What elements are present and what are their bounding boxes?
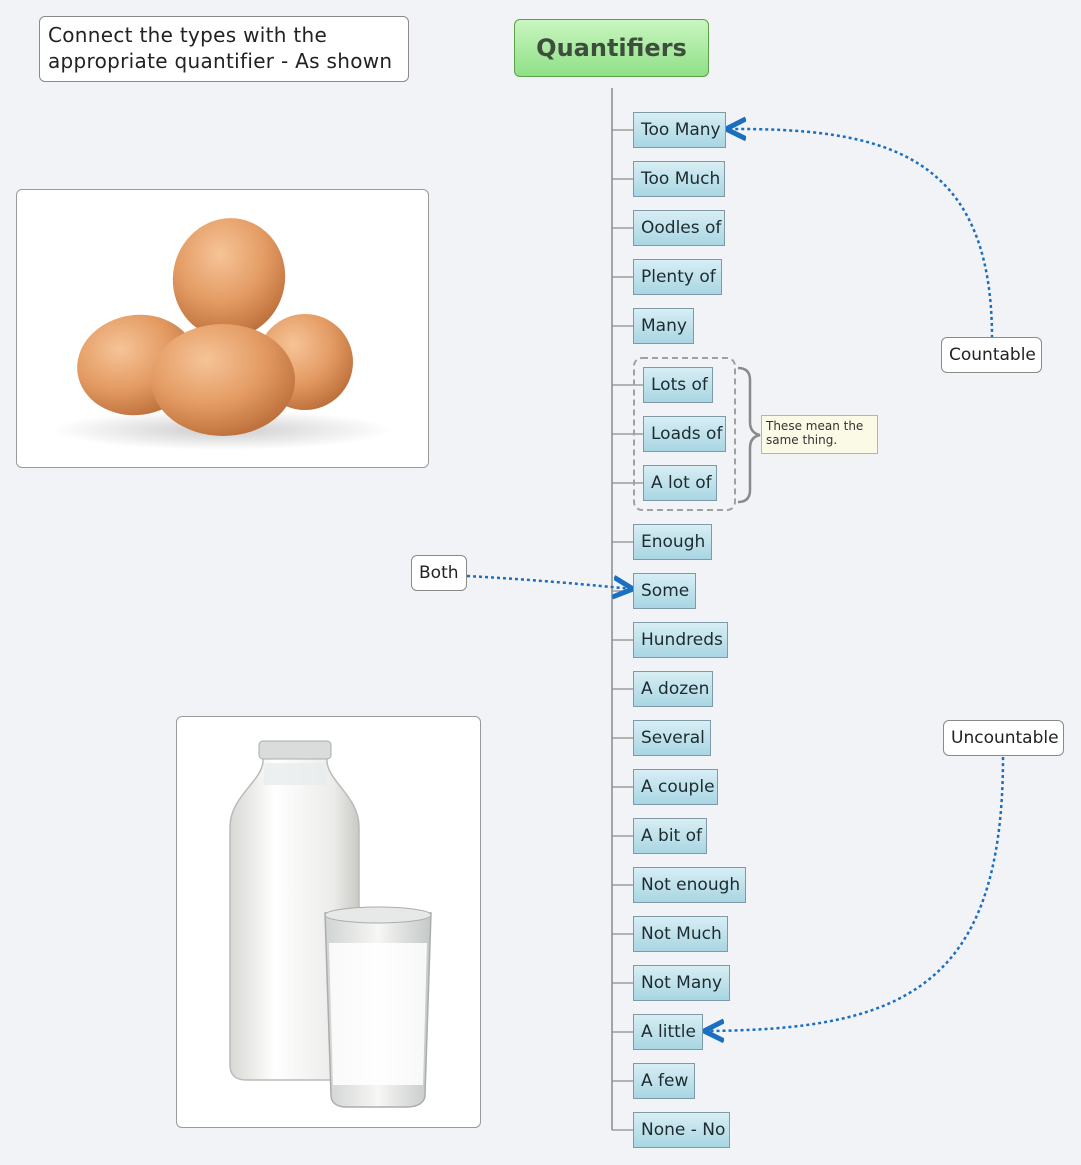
topic-lots-of[interactable]: Lots of <box>643 367 713 403</box>
countable-label[interactable]: Countable <box>941 337 1042 373</box>
both-relationship <box>466 574 633 589</box>
root-topic[interactable]: Quantifiers <box>514 19 709 77</box>
uncountable-label[interactable]: Uncountable <box>943 720 1064 756</box>
topic-none-no[interactable]: None - No <box>633 1112 730 1148</box>
topic-oodles-of[interactable]: Oodles of <box>633 210 725 246</box>
topic-plenty-of[interactable]: Plenty of <box>633 259 722 295</box>
summary-note: These mean the same thing. <box>761 415 878 454</box>
topic-a-dozen[interactable]: A dozen <box>633 671 713 707</box>
topic-a-few[interactable]: A few <box>633 1063 695 1099</box>
topic-a-bit-of[interactable]: A bit of <box>633 818 707 854</box>
topic-not-much[interactable]: Not Much <box>633 916 728 952</box>
topic-hundreds[interactable]: Hundreds <box>633 622 728 658</box>
summary-brace <box>737 366 761 504</box>
topic-enough[interactable]: Enough <box>633 524 712 560</box>
topic-loads-of[interactable]: Loads of <box>643 416 726 452</box>
topic-several[interactable]: Several <box>633 720 711 756</box>
topic-too-much[interactable]: Too Much <box>633 161 725 197</box>
eggs-image <box>16 189 429 468</box>
topic-some[interactable]: Some <box>633 573 696 609</box>
topic-a-little[interactable]: A little <box>633 1014 703 1050</box>
topic-not-enough[interactable]: Not enough <box>633 867 746 903</box>
topic-not-many[interactable]: Not Many <box>633 965 730 1001</box>
topic-a-lot-of[interactable]: A lot of <box>643 465 717 501</box>
uncountable-relationship <box>704 756 1005 1031</box>
countable-relationship <box>726 129 994 339</box>
group-boundary <box>633 357 736 511</box>
milk-image <box>176 716 481 1128</box>
both-label[interactable]: Both <box>411 555 467 591</box>
topic-many[interactable]: Many <box>633 308 694 344</box>
instruction-text: Connect the types with the appropriate q… <box>39 16 409 82</box>
topic-too-many[interactable]: Too Many <box>633 112 726 148</box>
topic-a-couple[interactable]: A couple <box>633 769 718 805</box>
